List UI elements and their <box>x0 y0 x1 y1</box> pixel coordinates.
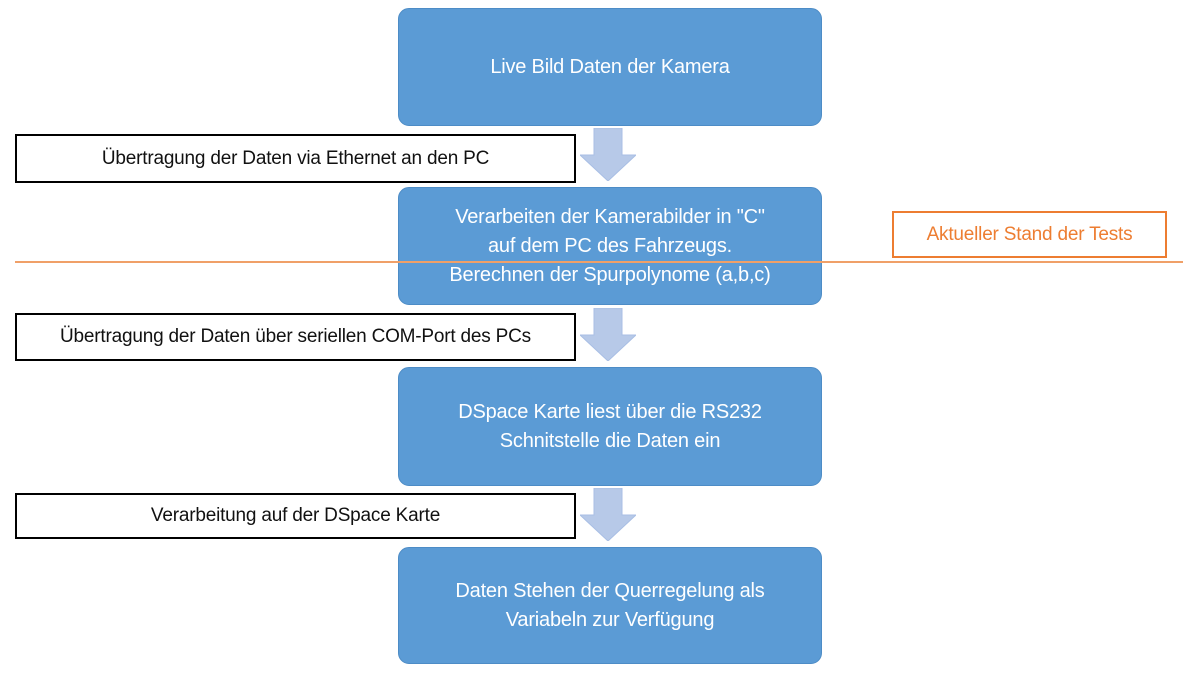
process-box-line: Daten Stehen der Querregelung als <box>455 579 765 602</box>
transition-label-ethernet: Übertragung der Daten via Ethernet an de… <box>15 134 576 183</box>
transition-label-text: Übertragung der Daten über seriellen COM… <box>60 326 531 347</box>
process-box-line: DSpace Karte liest über die RS232 <box>458 400 762 423</box>
down-arrow-icon <box>580 488 636 541</box>
status-annotation-text: Aktueller Stand der Tests <box>926 223 1133 245</box>
transition-label-text: Übertragung der Daten via Ethernet an de… <box>101 147 490 169</box>
status-divider-line <box>15 261 1183 263</box>
process-box-line: Live Bild Daten der Kamera <box>490 55 730 78</box>
process-box-process-images: Verarbeiten der Kamerabilder in "C" auf … <box>398 187 822 305</box>
transition-label-text: Verarbeitung auf der DSpace Karte <box>150 505 441 526</box>
process-box-line: Schnitstelle die Daten ein <box>499 429 721 452</box>
process-box-line: Berechnen der Spurpolynome (a,b,c) <box>449 263 771 286</box>
process-box-dspace-read: DSpace Karte liest über die RS232 Schnit… <box>398 367 822 486</box>
down-arrow-icon <box>580 308 636 361</box>
down-arrow-icon <box>580 128 636 181</box>
process-box-data-available: Daten Stehen der Querregelung als Variab… <box>398 547 822 664</box>
process-box-line: auf dem PC des Fahrzeugs. <box>487 234 732 257</box>
status-annotation-box: Aktueller Stand der Tests <box>892 211 1167 258</box>
transition-label-dspace-processing: Verarbeitung auf der DSpace Karte <box>15 493 576 539</box>
transition-label-com-port: Übertragung der Daten über seriellen COM… <box>15 313 576 361</box>
process-box-live-camera-data: Live Bild Daten der Kamera <box>398 8 822 126</box>
process-box-line: Verarbeiten der Kamerabilder in "C" <box>455 205 765 228</box>
process-box-line: Variabeln zur Verfügung <box>505 608 715 631</box>
